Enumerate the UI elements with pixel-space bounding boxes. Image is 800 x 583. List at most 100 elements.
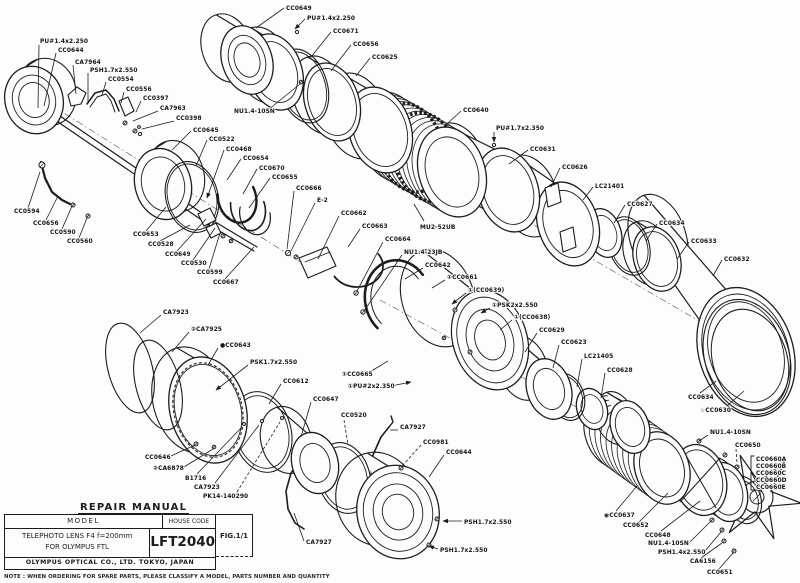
label-leader-line [582, 186, 594, 201]
parts-layer [3, 13, 800, 560]
part-label: B1716 [185, 476, 206, 482]
label-leader-line [267, 83, 301, 111]
screw-part [722, 452, 728, 458]
oring-ca7925-part [133, 339, 183, 431]
part-label: CC0671 [333, 29, 359, 35]
arm-cc0554-part [86, 89, 120, 112]
label-leader-line [508, 149, 529, 165]
knurl-band-part [172, 362, 244, 458]
part-label: CC0648 [645, 533, 671, 539]
part-label: ◉CC0637 [604, 513, 635, 519]
part-label: CC0626 [562, 165, 588, 171]
spring-cc0654-part [216, 185, 258, 224]
label-leader-line [712, 259, 723, 277]
part-label: CC0627 [627, 202, 653, 208]
part-label: CC0650 [735, 443, 761, 449]
part-label: CC0634 [688, 395, 714, 401]
label-leader-line [207, 347, 219, 366]
lever-pivot-part [38, 161, 46, 169]
screw-part [467, 349, 473, 355]
part-label: CC0625 [372, 55, 398, 61]
label-leader-line [343, 419, 349, 446]
label-leader-line [704, 531, 722, 552]
label-leader-line [135, 100, 142, 113]
part-label: CC0397 [143, 96, 169, 102]
washer-part [293, 254, 299, 260]
part-label: ①CC0661 [447, 274, 478, 281]
part-label: CC0594 [14, 209, 40, 215]
screw-part [398, 465, 404, 471]
label-leader-line [236, 421, 281, 493]
part-label: ②CA7925 [191, 326, 222, 333]
screw-part [137, 131, 143, 137]
ring-cc0630-part [710, 308, 790, 412]
clamp-cc0528-part [197, 207, 217, 227]
label-leader-line [192, 227, 216, 261]
part-label: NU1.4-10SN [710, 430, 751, 436]
label-leader-line [524, 332, 538, 353]
part-label: PSK1.7x2.550 [250, 360, 297, 366]
arm-cc0554-part [89, 93, 116, 113]
figure-number-cell: FIG.1/1 [216, 514, 253, 557]
title-block: MODEL HOUSE CODE TELEPHOTO LENS F4 f=200… [4, 514, 216, 570]
title-block-header-row: MODEL HOUSE CODE [5, 515, 215, 529]
part-label: CA7963 [160, 106, 186, 112]
strap-cc0642-part [363, 258, 425, 330]
part-label: CC0652 [623, 523, 649, 529]
cell-cc0649-part [200, 13, 274, 95]
part-label: CC0599 [197, 270, 223, 276]
part-label: CC0664 [385, 237, 411, 243]
part-label: CC0640 [463, 108, 489, 114]
label-leader-line [615, 485, 638, 512]
label-leader-line [78, 217, 88, 239]
part-label: CC0398 [176, 116, 202, 122]
part-label: CC0653 [133, 232, 159, 238]
label-leader-line [413, 203, 425, 222]
label-leader-line [699, 380, 717, 394]
house-code-label: HOUSE CODE [168, 518, 210, 525]
label-leader-line [294, 18, 306, 30]
part-label: CC0631 [530, 147, 556, 153]
label-leader-line [215, 364, 249, 391]
part-label: ☆CC0630 [700, 407, 731, 414]
label-leader-line [72, 64, 77, 95]
part-label: CC0647 [313, 397, 339, 403]
model-line1: TELEPHOTO LENS F4 f=200mm [22, 532, 133, 540]
part-label: CC0660B [756, 464, 787, 470]
screw-part [452, 307, 458, 313]
part-label: CC0522 [209, 137, 235, 143]
screw-part [294, 29, 300, 35]
part-label: CC0644 [446, 450, 472, 456]
label-leader-line [676, 241, 690, 260]
part-label: CC0660D [756, 478, 787, 484]
part-label: CA7927 [400, 425, 426, 431]
label-leader-line [293, 512, 305, 542]
label-leader-line [171, 331, 190, 353]
part-label: CA7923 [163, 310, 189, 316]
screw-part [721, 538, 727, 544]
label-leader-line [499, 319, 513, 331]
hook-curl-part [388, 415, 394, 428]
ring-cc0634-rear-part [702, 298, 792, 416]
label-leader-line [330, 44, 352, 72]
label-leader-line [480, 307, 491, 314]
part-label: CC0629 [539, 328, 565, 334]
label-leader-line [431, 279, 446, 289]
part-label: CC0560 [67, 239, 93, 245]
screw-part [280, 416, 284, 420]
labels-layer: CC0649PU#1.4x2.250CC0671CC0656CC0625NU1.… [13, 5, 788, 577]
label-leader-line [27, 171, 41, 209]
part-label: E-2 [317, 198, 328, 204]
screw-part [298, 79, 304, 85]
bracket-line-part [304, 251, 331, 263]
part-label: PSH1.7x2.550 [440, 548, 488, 554]
focus-ring-cc0643-part [151, 346, 248, 464]
part-label: NU1.4-10SN [234, 109, 275, 115]
oring-cc0522-part [164, 161, 220, 233]
label-leader-line [255, 7, 285, 29]
label-leader-line [576, 358, 583, 388]
plate-cc0556-part [118, 96, 135, 117]
part-label: CC0554 [108, 77, 134, 83]
label-leader-line [613, 204, 626, 224]
